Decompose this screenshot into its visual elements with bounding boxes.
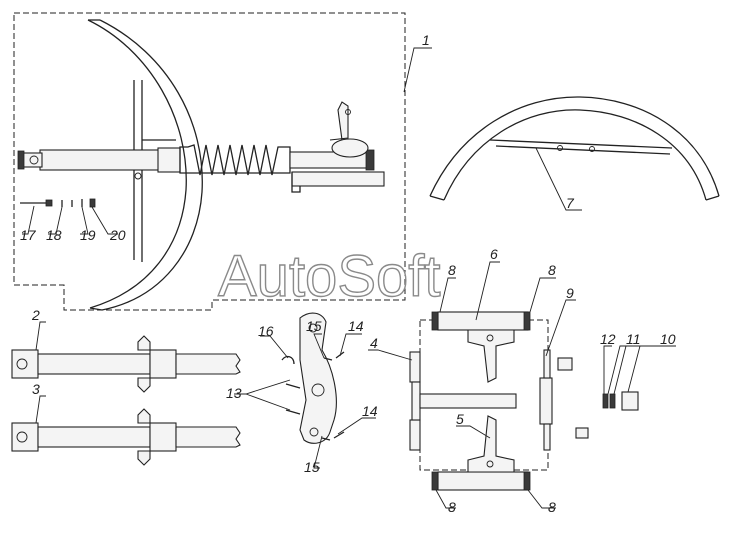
callout-8-bottom-right: 8 (548, 499, 556, 515)
callout-8-top-left: 8 (448, 262, 456, 278)
fork-tube-with-boot (17, 144, 385, 193)
callout-1: 1 (422, 32, 430, 48)
assembly-1-outline (13, 12, 406, 311)
callout-20: 20 (109, 227, 126, 243)
callout-8-top-right: 8 (548, 262, 556, 278)
callout-8-bottom-left: 8 (448, 499, 456, 515)
callout-15-upper: 15 (306, 318, 322, 334)
callout-5: 5 (456, 411, 464, 427)
fork-leg-2 (11, 335, 241, 393)
rear-fender (429, 96, 720, 201)
callout-18: 18 (46, 227, 62, 243)
small-parts-10-12 (602, 391, 639, 411)
hub-lower (431, 415, 531, 491)
fork-leg-3 (11, 408, 241, 466)
spacer-plate-9 (539, 349, 589, 451)
callout-3: 3 (32, 381, 40, 397)
callout-12: 12 (600, 331, 616, 347)
callout-9: 9 (566, 285, 574, 301)
axle-assembly (409, 351, 517, 451)
front-fender-assembly (87, 19, 203, 311)
callout-2: 2 (31, 307, 40, 323)
callout-7: 7 (566, 195, 575, 211)
callout-15-lower: 15 (304, 459, 320, 475)
callout-14-lower: 14 (362, 403, 378, 419)
callout-13: 13 (226, 385, 242, 401)
callout-19: 19 (80, 227, 96, 243)
small-parts-17-20 (20, 198, 96, 208)
callout-14-upper: 14 (348, 318, 364, 334)
leader-lines (22, 47, 676, 509)
callout-17: 17 (20, 227, 37, 243)
callout-4: 4 (370, 335, 378, 351)
callout-11: 11 (626, 331, 641, 347)
callout-6: 6 (490, 246, 498, 262)
hub-upper (431, 311, 531, 383)
triple-clamp (281, 312, 345, 444)
watermark-text: AutoSoft (218, 244, 440, 309)
fork-bracket (329, 101, 369, 158)
callout-labels: 1 2 3 4 5 6 7 8 8 8 8 9 10 11 12 13 14 1… (20, 32, 676, 515)
callout-10: 10 (660, 331, 676, 347)
callout-16: 16 (258, 323, 274, 339)
